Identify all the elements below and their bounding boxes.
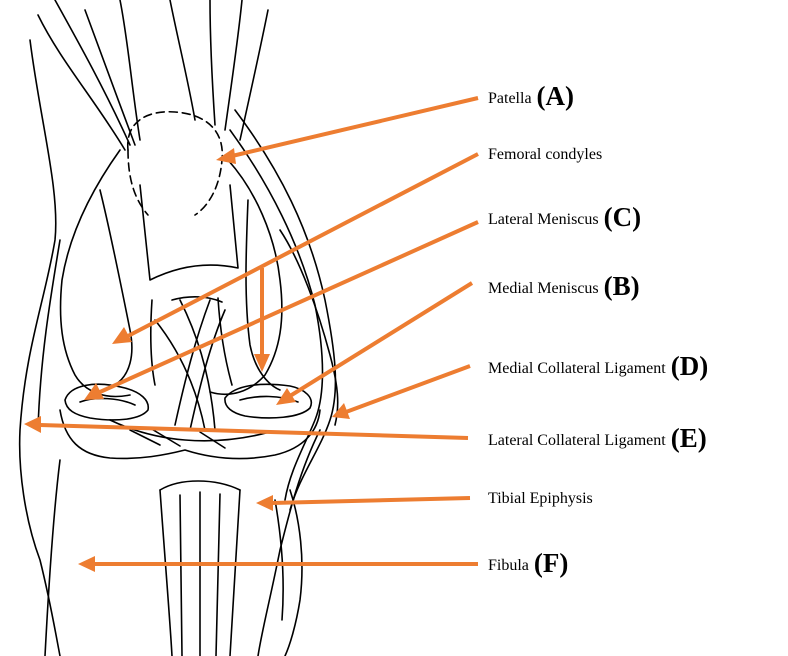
label-lateral-collateral-ligament-tag: (E) [671,423,707,453]
label-fibula-tag: (F) [534,548,568,578]
label-lateral-collateral-ligament-name: Lateral Collateral Ligament [488,432,666,449]
label-tibial-epiphysis-name: Tibial Epiphysis [488,490,593,507]
label-tibial-epiphysis: Tibial Epiphysis [488,489,593,509]
label-femoral-condyles-name: Femoral condyles [488,146,602,163]
label-medial-meniscus-name: Medial Meniscus [488,280,599,297]
label-fibula-name: Fibula [488,557,529,574]
label-lateral-meniscus-tag: (C) [604,202,641,232]
arrow-lateral-collateral-head [24,416,41,433]
label-medial-meniscus: Medial Meniscus(B) [488,276,640,299]
label-lateral-collateral-ligament: Lateral Collateral Ligament(E) [488,428,707,451]
label-patella-name: Patella [488,90,532,107]
label-patella-tag: (A) [537,81,574,111]
label-lateral-meniscus: Lateral Meniscus(C) [488,207,641,230]
arrow-tibial-epiphysis [272,498,470,503]
arrow-tibial-epiphysis-head [256,495,273,511]
label-femoral-condyles: Femoral condyles [488,145,602,165]
knee-line-art [20,0,338,656]
label-medial-meniscus-tag: (B) [604,271,640,301]
arrow-patella-head [216,148,236,164]
label-medial-collateral-ligament-tag: (D) [671,351,708,381]
label-medial-collateral-ligament-name: Medial Collateral Ligament [488,360,666,377]
arrow-fibula-head [78,556,95,572]
label-lateral-meniscus-name: Lateral Meniscus [488,211,599,228]
arrow-patella [232,98,478,156]
label-medial-collateral-ligament: Medial Collateral Ligament(D) [488,356,708,379]
arrow-lateral-meniscus [100,222,478,392]
label-patella: Patella(A) [488,86,574,109]
label-fibula: Fibula(F) [488,553,568,576]
arrow-layer [24,98,478,572]
arrow-medial-collateral [346,366,470,412]
arrow-medial-meniscus [290,283,472,396]
